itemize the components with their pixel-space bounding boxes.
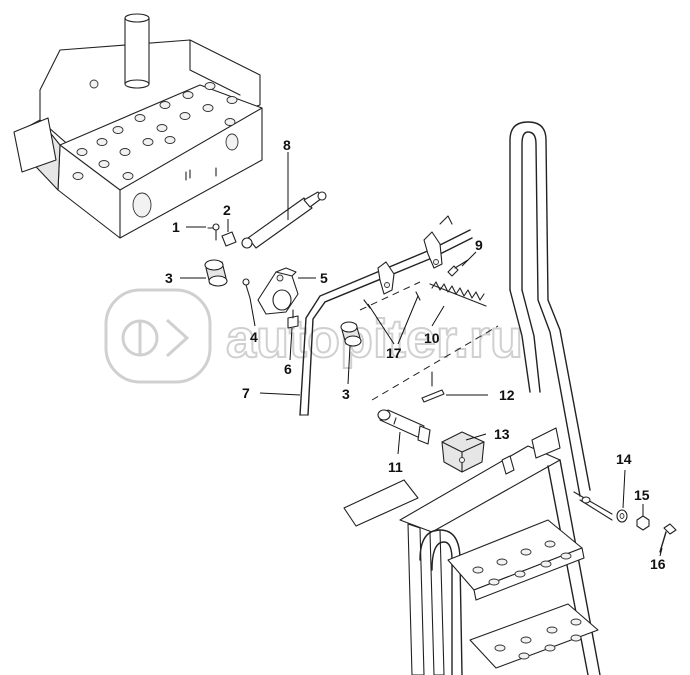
leader-14 xyxy=(622,469,626,509)
block-part-13 xyxy=(441,431,485,473)
callout-12: 12 xyxy=(499,387,515,403)
callout-6: 6 xyxy=(284,361,292,377)
pin-part-1 xyxy=(207,223,220,241)
watermark-logo: autopiter.ru xyxy=(104,288,524,384)
callout-11: 11 xyxy=(388,459,403,475)
nut-part-15 xyxy=(636,515,650,531)
callout-7: 7 xyxy=(242,385,250,401)
bolt-part-6 xyxy=(287,309,299,329)
callout-8: 8 xyxy=(283,137,291,153)
washer-part-14 xyxy=(616,509,628,523)
bushing-part-3-left xyxy=(204,259,228,287)
bolt-part-16 xyxy=(659,523,677,553)
pin-part-12 xyxy=(421,371,445,403)
bushing-part-3-right xyxy=(340,321,362,347)
small-pin-part-4 xyxy=(242,278,251,299)
pins-part-17 xyxy=(363,291,421,309)
washer-part-2 xyxy=(221,231,237,247)
callout-2: 2 xyxy=(223,202,231,218)
callout-16: 16 xyxy=(650,556,666,572)
lever-rod-part-7 xyxy=(299,215,473,416)
callout-1: 1 xyxy=(172,219,180,235)
callout-13: 13 xyxy=(494,426,510,442)
callout-14: 14 xyxy=(616,451,632,467)
callout-5: 5 xyxy=(320,270,328,286)
leader-16 xyxy=(659,547,663,557)
leader-9 xyxy=(461,251,477,267)
leader-7 xyxy=(259,392,301,396)
ladder-handrail xyxy=(509,121,613,521)
callout-10: 10 xyxy=(424,330,440,346)
pivot-shaft-part-11 xyxy=(377,409,431,445)
callout-4: 4 xyxy=(250,329,258,345)
leader-4 xyxy=(249,297,256,327)
callout-17: 17 xyxy=(386,345,402,361)
leader-6 xyxy=(289,327,293,361)
watermark-text: autopiter.ru xyxy=(226,309,523,369)
leader-17a xyxy=(367,303,395,345)
bolt-part-9 xyxy=(447,259,469,277)
leader-17b xyxy=(397,295,419,345)
gas-strut-part-8 xyxy=(241,191,327,249)
callout-3-left: 3 xyxy=(165,270,173,286)
callout-15: 15 xyxy=(634,487,650,503)
callout-labels: 1 2 3 4 5 6 7 8 9 10 11 12 13 14 15 16 1… xyxy=(165,137,666,572)
step-box-perforations xyxy=(72,82,238,180)
leader-3b xyxy=(347,345,351,385)
leader-11 xyxy=(397,431,401,455)
ladder-body xyxy=(343,427,601,675)
callout-3-right: 3 xyxy=(342,386,350,402)
callout-9: 9 xyxy=(475,237,483,253)
alignment-line-lower xyxy=(371,325,499,401)
leader-lines xyxy=(180,152,663,557)
step-box-bracket xyxy=(13,13,263,239)
lever-bracket-part-5 xyxy=(257,267,299,315)
leader-10 xyxy=(431,305,445,327)
spring-part-10 xyxy=(429,281,487,307)
leader-13 xyxy=(465,433,487,441)
